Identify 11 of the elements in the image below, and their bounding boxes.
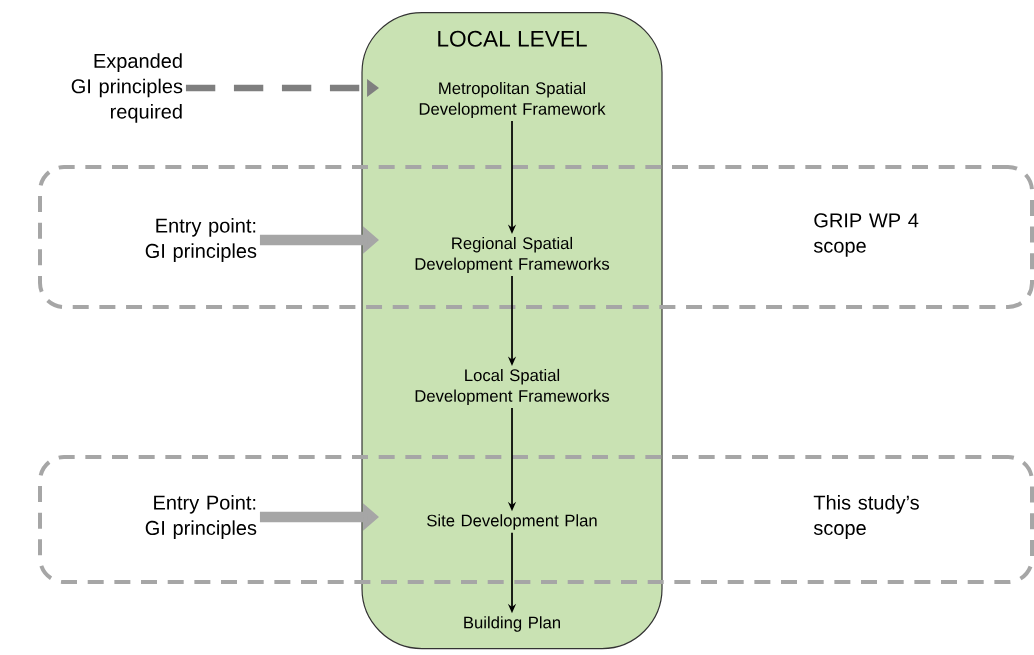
step-text: Regional Spatial Development Frameworks — [415, 236, 610, 274]
step-text: Metropolitan Spatial Development Framework — [419, 81, 606, 119]
annotation-text: Entry Point: GI principles — [145, 495, 257, 539]
scope-label: This study’s scope — [813, 495, 919, 539]
annotation-text: Entry point: GI principles — [145, 218, 257, 262]
scope-label: GRIP WP 4 scope — [813, 213, 919, 257]
step-text: Site Development Plan — [427, 514, 597, 530]
step-text: Local Spatial Development Frameworks — [415, 368, 610, 406]
panel-heading: LOCAL LEVEL — [438, 30, 587, 47]
step-text: Building Plan — [464, 616, 560, 632]
annotation-text: Expanded GI principles required — [71, 53, 183, 123]
